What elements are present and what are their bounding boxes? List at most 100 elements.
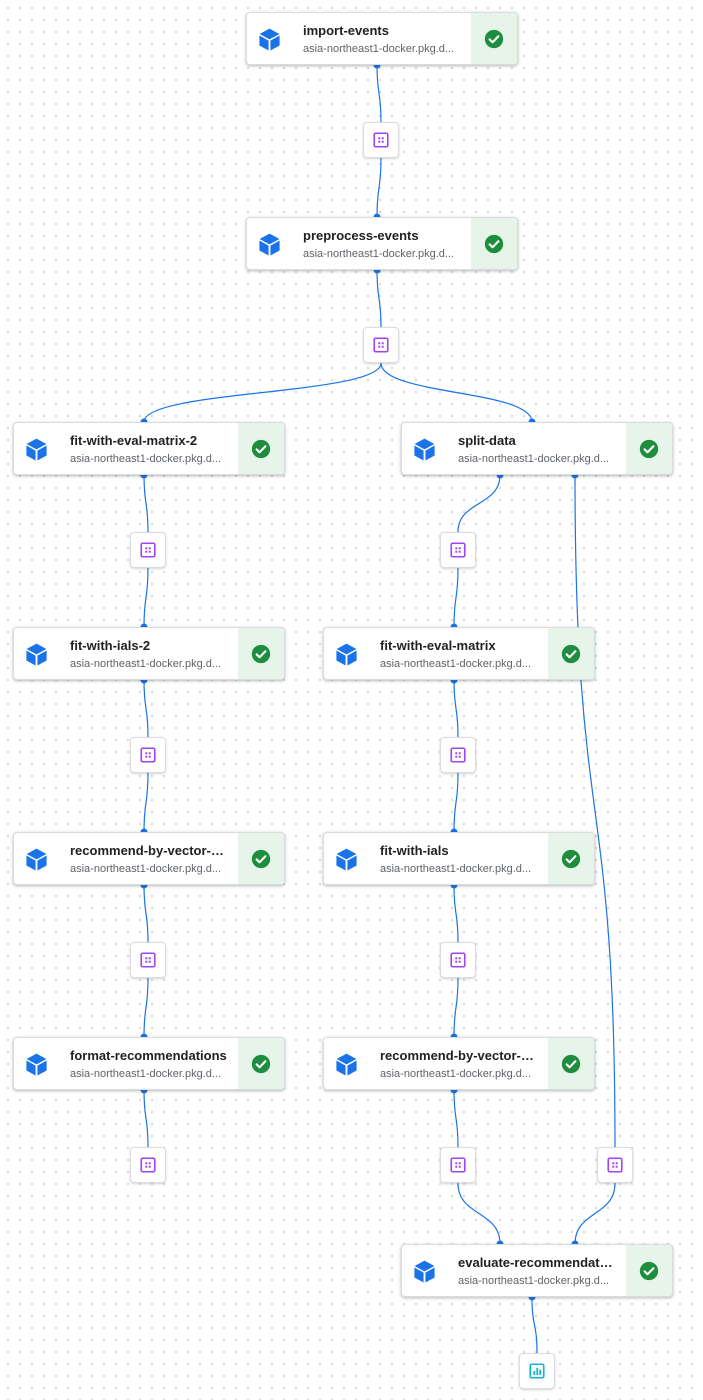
- node-image-uri: asia-northeast1-docker.pkg.d...: [380, 1068, 532, 1080]
- container-cube-icon: [412, 1259, 437, 1284]
- dataset-artifact-a-fi2[interactable]: [130, 737, 166, 773]
- node-image-uri: asia-northeast1-docker.pkg.d...: [380, 658, 532, 670]
- check-circle-icon: [560, 848, 582, 870]
- node-title: fit-with-eval-matrix-2: [70, 433, 198, 448]
- dataset-artifact-icon: [139, 1156, 157, 1174]
- status-succeeded: [626, 423, 672, 474]
- dataset-artifact-a-fem2[interactable]: [130, 532, 166, 568]
- container-cube-icon: [24, 642, 49, 667]
- dataset-artifact-a-fem[interactable]: [440, 737, 476, 773]
- edge-a-import-to-preprocess-events: [376, 157, 382, 218]
- check-circle-icon: [250, 438, 272, 460]
- node-evaluate-recommendations[interactable]: evaluate-recommendatio... asia-northeast1…: [401, 1244, 673, 1297]
- check-circle-icon: [560, 643, 582, 665]
- node-title: fit-with-ials-2: [70, 638, 151, 653]
- check-circle-icon: [250, 848, 272, 870]
- node-title: recommend-by-vector-si...: [380, 1048, 538, 1063]
- edge-format-recommendations-to-a-fmt: [143, 1089, 149, 1148]
- check-circle-icon: [638, 1260, 660, 1282]
- dataset-artifact-a-fi[interactable]: [440, 942, 476, 978]
- dataset-artifact-icon: [139, 541, 157, 559]
- dataset-artifact-icon: [449, 1156, 467, 1174]
- node-fit-with-eval-matrix[interactable]: fit-with-eval-matrix asia-northeast1-dock…: [323, 627, 595, 680]
- status-succeeded: [238, 423, 284, 474]
- dataset-artifact-a-preprocess[interactable]: [363, 327, 399, 363]
- edge-a-fi2-to-recommend-by-vector-si-left: [143, 772, 149, 833]
- check-circle-icon: [560, 1053, 582, 1075]
- node-recommend-by-vector-si-left[interactable]: recommend-by-vector-si...asia-northeast1…: [13, 832, 285, 885]
- node-image-uri: asia-northeast1-docker.pkg.d...: [458, 1275, 610, 1287]
- node-title: evaluate-recommendatio...: [458, 1255, 616, 1270]
- node-image-uri: asia-northeast1-docker.pkg.d...: [303, 43, 455, 55]
- node-title: fit-with-ials: [380, 843, 449, 858]
- dataset-artifact-a-rbv-l[interactable]: [130, 942, 166, 978]
- container-cube-icon: [334, 1052, 359, 1077]
- dataset-artifact-a-import[interactable]: [363, 122, 399, 158]
- node-fit-with-ials[interactable]: fit-with-ials asia-northeast1-docker.pkg.…: [323, 832, 595, 885]
- container-cube-icon: [24, 847, 49, 872]
- status-succeeded: [471, 13, 517, 64]
- edge-a-preprocess-to-split-data: [380, 362, 533, 423]
- status-succeeded: [626, 1245, 672, 1296]
- node-recommend-by-vector-si-right[interactable]: recommend-by-vector-si... asia-northeast1…: [323, 1037, 595, 1090]
- status-succeeded: [548, 1038, 594, 1089]
- container-cube-icon: [334, 847, 359, 872]
- node-title: import-events: [303, 23, 389, 38]
- check-circle-icon: [638, 438, 660, 460]
- node-image-uri: asia-northeast1-docker.pkg.d...: [70, 453, 222, 465]
- node-fit-with-eval-matrix-2[interactable]: fit-with-eval-matrix-2 asia-northeast1-do…: [13, 422, 285, 475]
- dataset-artifact-a-split-2[interactable]: [597, 1147, 633, 1183]
- edge-a-fi-to-recommend-by-vector-si-right: [453, 977, 459, 1038]
- container-cube-icon: [24, 1052, 49, 1077]
- dataset-artifact-icon: [139, 746, 157, 764]
- dataset-artifact-icon: [606, 1156, 624, 1174]
- node-fit-with-ials-2[interactable]: fit-with-ials-2 asia-northeast1-docker.pk…: [13, 627, 285, 680]
- edge-a-fem-to-fit-with-ials: [453, 772, 459, 833]
- dataset-artifact-a-split[interactable]: [440, 532, 476, 568]
- edge-a-rbv-r-to-evaluate-recommendations: [457, 1182, 501, 1245]
- metrics-artifact-a-metrics[interactable]: [519, 1353, 555, 1389]
- edge-fit-with-eval-matrix-2-to-a-fem2: [143, 474, 149, 533]
- dataset-artifact-icon: [139, 951, 157, 969]
- edge-a-preprocess-to-fit-with-eval-matrix-2: [143, 362, 382, 423]
- edge-a-split-to-fit-with-eval-matrix: [453, 567, 459, 628]
- status-succeeded: [548, 628, 594, 679]
- status-succeeded: [238, 833, 284, 884]
- node-image-uri: asia-northeast1-docker.pkg.d...: [70, 658, 222, 670]
- edge-split-data-to-a-split: [457, 474, 501, 533]
- dataset-artifact-icon: [372, 336, 390, 354]
- node-title: format-recommendations: [70, 1048, 227, 1063]
- status-succeeded: [471, 218, 517, 269]
- container-cube-icon: [412, 437, 437, 462]
- edge-a-fem2-to-fit-with-ials-2: [143, 567, 149, 628]
- edge-a-rbv-l-to-format-recommendations: [143, 977, 149, 1038]
- node-image-uri: asia-northeast1-docker.pkg.d...: [70, 863, 222, 875]
- dataset-artifact-a-rbv-r[interactable]: [440, 1147, 476, 1183]
- dataset-artifact-icon: [449, 541, 467, 559]
- node-title: split-data: [458, 433, 516, 448]
- metrics-chart-icon: [528, 1362, 546, 1380]
- node-import-events[interactable]: import-events asia-northeast1-docker.pkg.…: [246, 12, 518, 65]
- edge-split-data-to-a-split-2: [574, 474, 616, 1148]
- node-title: preprocess-events: [303, 228, 419, 243]
- dataset-artifact-icon: [449, 951, 467, 969]
- edge-fit-with-ials-2-to-a-fi2: [143, 679, 149, 738]
- edge-recommend-by-vector-si-left-to-a-rbv-l: [143, 884, 149, 943]
- dataset-artifact-icon: [449, 746, 467, 764]
- container-cube-icon: [24, 437, 49, 462]
- node-image-uri: asia-northeast1-docker.pkg.d...: [380, 863, 532, 875]
- node-title: fit-with-eval-matrix: [380, 638, 496, 653]
- check-circle-icon: [483, 28, 505, 50]
- check-circle-icon: [250, 1053, 272, 1075]
- edge-recommend-by-vector-si-right-to-a-rbv-r: [453, 1089, 459, 1148]
- edge-import-events-to-a-import: [376, 64, 382, 123]
- edge-fit-with-ials-to-a-fi: [453, 884, 459, 943]
- edge-a-split-2-to-evaluate-recommendations: [574, 1182, 616, 1245]
- dataset-artifact-a-fmt[interactable]: [130, 1147, 166, 1183]
- check-circle-icon: [250, 643, 272, 665]
- edge-preprocess-events-to-a-preprocess: [376, 269, 382, 328]
